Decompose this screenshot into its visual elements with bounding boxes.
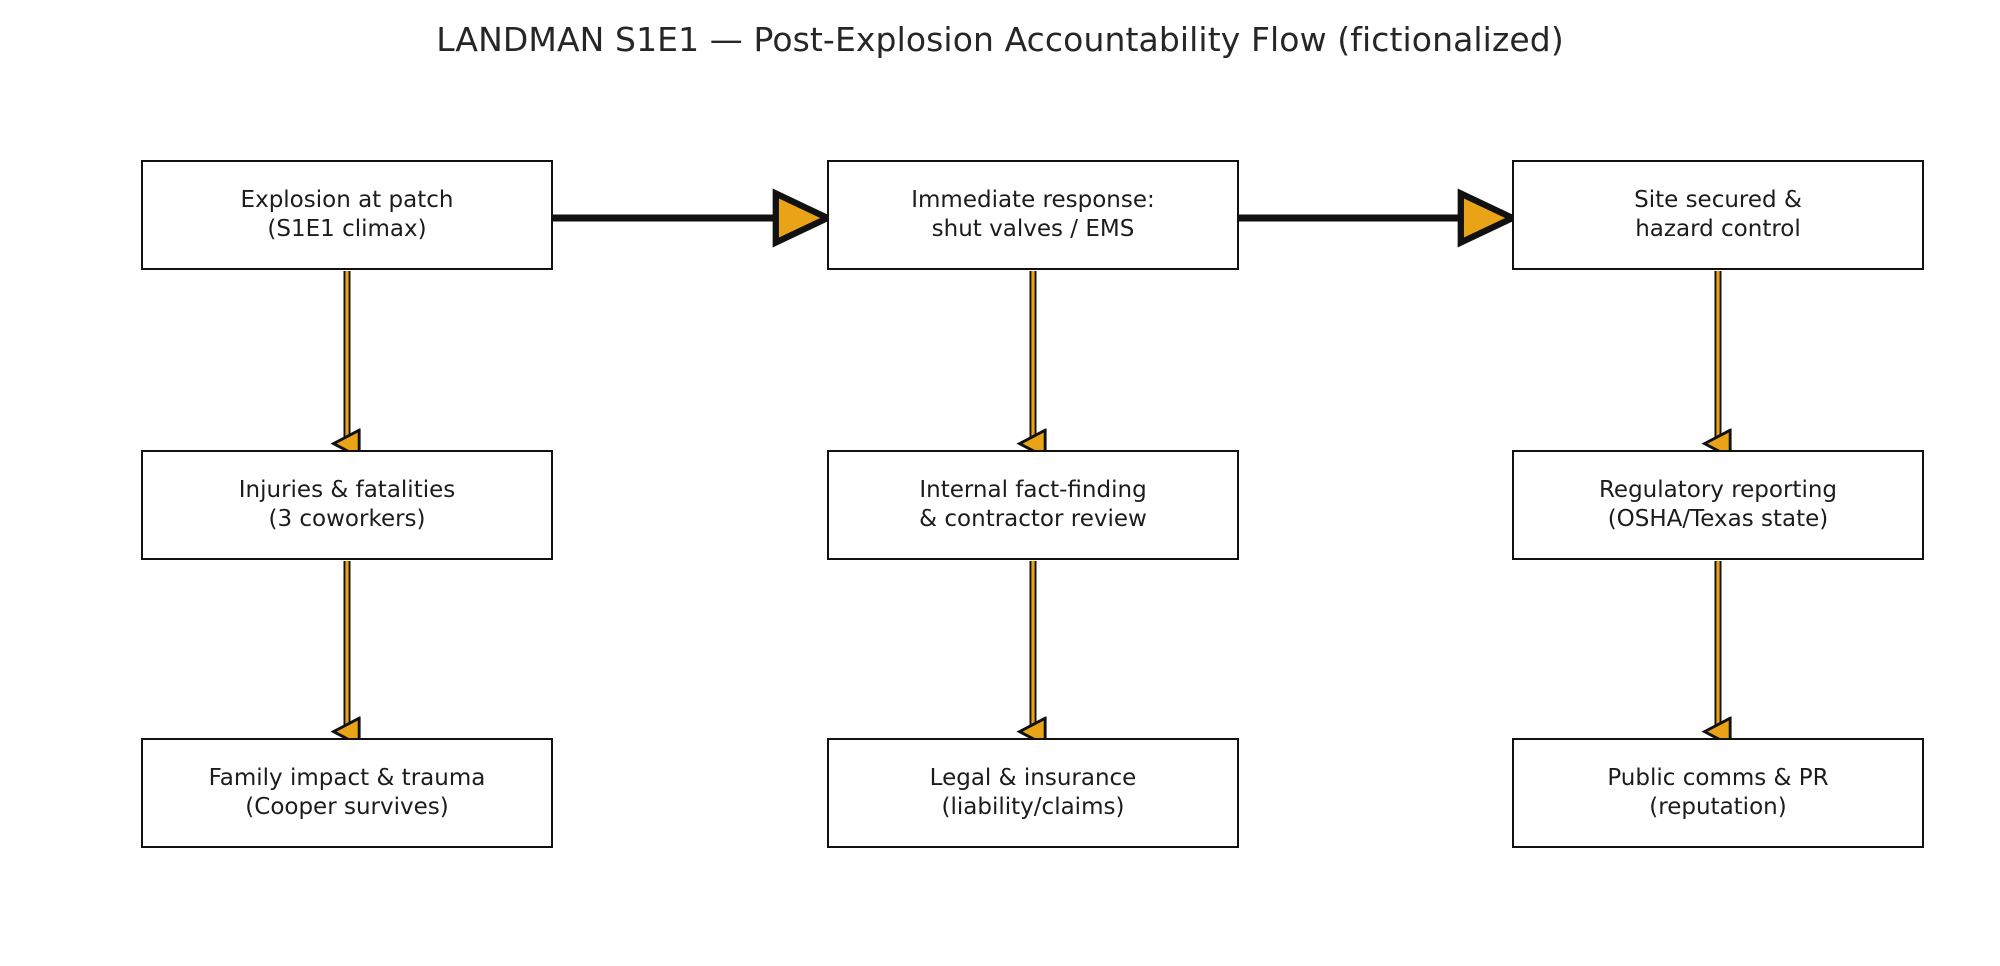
node-label-line1: Internal fact-finding: [919, 477, 1147, 503]
node-label-line2: shut valves / EMS: [931, 216, 1135, 242]
node-label-line1: Legal & insurance: [929, 765, 1137, 791]
node-legal-insurance[interactable]: Legal & insurance (liability/claims): [827, 738, 1239, 848]
page-title: LANDMAN S1E1 — Post-Explosion Accountabi…: [436, 20, 1564, 59]
node-label-line2: & contractor review: [919, 506, 1147, 532]
node-internal-fact-finding[interactable]: Internal fact-finding & contractor revie…: [827, 450, 1239, 560]
node-label-line2: hazard control: [1635, 216, 1801, 242]
node-label-line2: (3 coworkers): [268, 506, 426, 532]
node-label-line1: Injuries & fatalities: [238, 477, 456, 503]
node-label-line2: (S1E1 climax): [267, 216, 427, 242]
node-label-line1: Explosion at patch: [240, 187, 454, 213]
node-label-line2: (liability/claims): [941, 794, 1125, 820]
node-label-line1: Public comms & PR: [1607, 765, 1829, 791]
node-immediate-response[interactable]: Immediate response: shut valves / EMS: [827, 160, 1239, 270]
node-label-line1: Site secured &: [1634, 187, 1802, 213]
node-family-impact[interactable]: Family impact & trauma (Cooper survives): [141, 738, 553, 848]
node-label-line2: (reputation): [1649, 794, 1787, 820]
node-site-secured[interactable]: Site secured & hazard control: [1512, 160, 1924, 270]
node-public-comms[interactable]: Public comms & PR (reputation): [1512, 738, 1924, 848]
node-label-line1: Regulatory reporting: [1598, 477, 1838, 503]
node-label-line2: (OSHA/Texas state): [1607, 506, 1829, 532]
node-label-line1: Family impact & trauma: [208, 765, 486, 791]
node-regulatory-reporting[interactable]: Regulatory reporting (OSHA/Texas state): [1512, 450, 1924, 560]
node-label-line2: (Cooper survives): [245, 794, 449, 820]
node-label-line1: Immediate response:: [911, 187, 1155, 213]
node-injuries[interactable]: Injuries & fatalities (3 coworkers): [141, 450, 553, 560]
node-explosion[interactable]: Explosion at patch (S1E1 climax): [141, 160, 553, 270]
